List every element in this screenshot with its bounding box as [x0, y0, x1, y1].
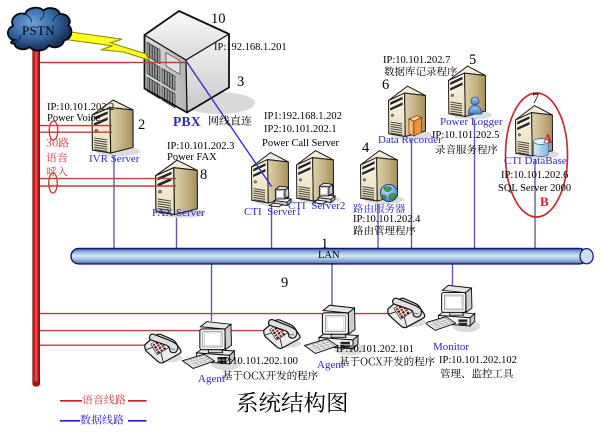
lightning-bolt [59, 29, 151, 62]
database-mark-b: B [540, 193, 549, 209]
lan-bus [70, 247, 594, 265]
ivr-label: IVR Server [89, 152, 140, 165]
server-cti1 [251, 152, 296, 208]
phone-1 [144, 332, 184, 364]
router-globe-icon [379, 183, 399, 203]
database-mark-a: A [543, 130, 553, 146]
agent1-label: Agent [198, 373, 225, 385]
workstation-monitor [424, 284, 481, 333]
router-label [353, 202, 406, 213]
router-ip: IP:10.101.202.4 [353, 214, 421, 225]
database-highlight-ellipse [504, 92, 569, 218]
pbx-callout-top: 10 [211, 11, 226, 27]
ivr-ip: IP:10.101.202.2 [47, 101, 115, 113]
agents-callout: 9 [281, 275, 289, 291]
fax-label: FAX Server [152, 206, 205, 219]
monitor-ip: IP:10.101.202.102 [439, 355, 517, 366]
pstn-cloud [6, 6, 73, 52]
monitor-app [440, 367, 514, 378]
database-label: CTI DataBase [504, 155, 567, 167]
pbx-callout-side: 3 [237, 74, 245, 90]
pbx-link-label [209, 115, 252, 126]
fax-callout: 8 [200, 166, 208, 183]
cti-ip1: IP1:192.168.1.202 [264, 110, 342, 122]
powerlogger-app [435, 143, 498, 154]
powerlogger-ip: IP:10.101.202.5 [432, 129, 500, 141]
monitor-label: Monitor [433, 341, 470, 353]
agent2-ip: IP:10.101.202.101 [336, 343, 414, 355]
pbx-label: PBX [173, 113, 201, 129]
pbx-ip: IP:192.168.1.201 [214, 41, 287, 53]
datarecorder-app [384, 66, 458, 77]
phone-3 [387, 296, 427, 329]
trunk-label-line1 [46, 136, 69, 147]
powerlogger-person-icon [468, 96, 482, 115]
agent2-app [339, 356, 435, 367]
voice-lines-upper-layer [40, 61, 186, 194]
lan-label: LAN [318, 249, 340, 261]
legend [60, 399, 147, 422]
powerlogger-label: Power Logger [440, 116, 503, 128]
server-powerlogger [448, 65, 493, 121]
fax-app: Power FAX [167, 151, 217, 163]
cti-app: Power Call Server [262, 137, 339, 149]
cti-ip2: IP2:10.101.202.1 [264, 124, 337, 135]
database-callout: 7 [532, 91, 540, 107]
trunk-label-line3 [46, 166, 68, 177]
datarecorder-ip: IP:10.101.202.7 [383, 54, 451, 66]
server-cti2 [296, 150, 341, 205]
legend-voice-label [82, 393, 126, 405]
ivr-app: Power Voice [47, 112, 100, 124]
phone-2 [263, 318, 303, 350]
voice-trunk-bus [32, 46, 40, 387]
database-app: SQL Server 2000 [498, 182, 572, 194]
cti-server1-label: CTI Server1 [244, 206, 302, 218]
fax-ip: IP:10.101.202.3 [167, 140, 235, 152]
ivr-callout: 2 [138, 117, 146, 133]
datarecorder-label: Data Recorder [378, 133, 442, 146]
server-datarecorder [388, 85, 433, 141]
lan-callout: 1 [321, 235, 329, 252]
agent1-app [222, 370, 318, 381]
powerlogger-callout: 5 [469, 52, 477, 68]
pbx-vent-panels [146, 41, 181, 109]
database-ip: IP:10.101.202.6 [501, 169, 569, 181]
server-router [360, 150, 405, 205]
diagram-title [237, 391, 347, 413]
trunk-label-line2 [46, 152, 68, 163]
router-callout: 4 [362, 140, 370, 156]
data-line-pbx-cti1 [185, 61, 273, 187]
server-database [515, 105, 560, 160]
agent2-label: Agent [317, 358, 344, 371]
datarecorder-box-icon [408, 115, 423, 137]
database-cylinder-icon [533, 138, 549, 157]
router-app [353, 225, 416, 236]
pbx-box [143, 9, 255, 114]
pstn-label: PSTN [22, 22, 55, 38]
cti-server2-label: CTI Server2 [288, 199, 346, 212]
legend-data-label [80, 413, 124, 425]
agent1-ip: IP:10.101.202.100 [220, 356, 298, 367]
datarecorder-callout: 6 [382, 77, 390, 93]
